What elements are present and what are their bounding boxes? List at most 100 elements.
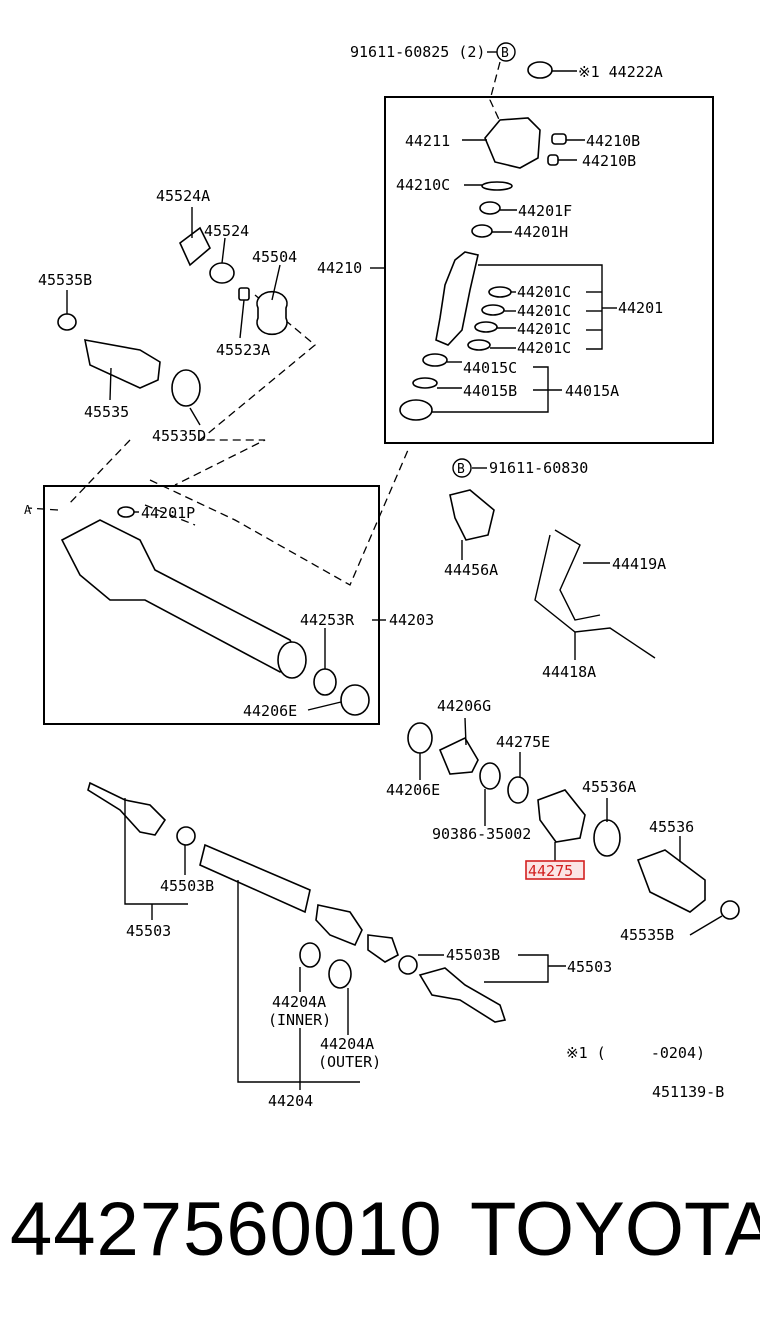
part-44201C-3 [474, 321, 498, 333]
label-44419A: 44419A [612, 555, 666, 573]
label-44210B-upper: 44210B [586, 132, 640, 150]
part-44206E-left [340, 684, 370, 716]
part-44203 [60, 519, 302, 673]
footer-brand: TOYOTA [470, 1187, 760, 1272]
label-44201P: 44201P [141, 504, 195, 522]
label-44201C-3: 44201C [517, 320, 571, 338]
part-44210B-upper [551, 133, 567, 145]
label-45524A: 45524A [156, 187, 210, 205]
part-44275E [507, 776, 529, 804]
callout-b-mid-circle [452, 458, 472, 478]
part-44211 [484, 117, 541, 169]
label-44201C-2: 44201C [517, 302, 571, 320]
part-45503B-right [398, 955, 418, 975]
label-44203: 44203 [389, 611, 434, 629]
label-44206E-right: 44206E [386, 781, 440, 799]
part-44201C-1 [488, 286, 512, 298]
part-44204-joint [367, 934, 399, 963]
part-44204-rack [199, 843, 311, 914]
callout-b-top: B [501, 46, 509, 61]
label-44204A-outer: 44204A [320, 1035, 374, 1053]
label-44201: 44201 [618, 299, 663, 317]
label-90386-35002: 90386-35002 [432, 825, 531, 843]
label-44210C: 44210C [396, 176, 450, 194]
part-44201C-2 [481, 304, 505, 316]
label-45535B-top: 45535B [38, 271, 92, 289]
part-45503-right [418, 967, 507, 1023]
part-44204-end [315, 904, 363, 947]
label-45536: 45536 [649, 818, 694, 836]
highlight-44275-box [525, 860, 585, 880]
label-44204: 44204 [268, 1092, 313, 1110]
label-arrow-a: A [24, 503, 32, 517]
label-44210B-lower: 44210B [582, 152, 636, 170]
part-44201F [479, 201, 501, 215]
label-45503B-left: 45503B [160, 877, 214, 895]
part-45535B-bottom [720, 900, 740, 920]
part-pinion-shaft [435, 251, 479, 346]
label-44210: 44210 [317, 259, 362, 277]
part-44210B-lower [547, 154, 559, 166]
assembly-box-44203 [43, 485, 380, 725]
part-44275 [537, 789, 586, 843]
part-44456A [449, 489, 495, 541]
label-inner: (INNER) [268, 1011, 331, 1029]
label-outer: (OUTER) [318, 1053, 381, 1071]
label-45523A: 45523A [216, 341, 270, 359]
part-44204A-inner [299, 942, 321, 968]
label-45535D: 45535D [152, 427, 206, 445]
label-91611-60825: 91611-60825 (2) [350, 43, 485, 61]
callout-b-mid: B [457, 462, 465, 477]
label-44201F: 44201F [518, 202, 572, 220]
label-91611-60830: 91611-60830 [489, 459, 588, 477]
label-44204A-inner: 44204A [272, 993, 326, 1011]
label-44201H: 44201H [514, 223, 568, 241]
label-44456A: 44456A [444, 561, 498, 579]
label-ref: 451139-B [652, 1083, 724, 1101]
label-44206E-left: 44206E [243, 702, 297, 720]
label-44015A: 44015A [565, 382, 619, 400]
label-44206G: 44206G [437, 697, 491, 715]
part-44203-end [277, 641, 307, 679]
leader-lines [66, 51, 723, 1090]
part-45503-left [87, 781, 167, 836]
part-44201H [471, 224, 493, 238]
part-44201P [117, 506, 135, 518]
part-44015C [422, 353, 448, 367]
label-44201C-4: 44201C [517, 339, 571, 357]
label-45524: 45524 [204, 222, 249, 240]
part-45523A [238, 287, 250, 301]
part-44015B [412, 377, 438, 389]
part-44206E-right [407, 722, 433, 754]
part-bearing [399, 399, 433, 421]
assembly-box-44210 [384, 96, 714, 444]
label-45503B-right: 45503B [446, 946, 500, 964]
label-44418A: 44418A [542, 663, 596, 681]
part-45524 [209, 262, 235, 284]
label-44015C: 44015C [463, 359, 517, 377]
label-44201C-1: 44201C [517, 283, 571, 301]
part-45536A [593, 819, 621, 857]
label-45535: 45535 [84, 403, 129, 421]
dashed-guides [27, 61, 521, 586]
label-45536A: 45536A [582, 778, 636, 796]
part-45535D [171, 369, 201, 407]
part-44204A-outer [328, 959, 352, 989]
part-44210C [481, 181, 513, 191]
part-44201C-4 [467, 339, 491, 351]
label-44253R: 44253R [300, 611, 355, 629]
label-44222A: ※1 44222A [578, 63, 663, 81]
part-45535B-top [57, 313, 77, 331]
part-44222A [527, 61, 553, 79]
footer-part-number: 4427560010 [10, 1187, 443, 1272]
label-note: ※1 ( -0204) [566, 1044, 705, 1062]
label-45535B-bottom: 45535B [620, 926, 674, 944]
part-45536 [636, 849, 706, 913]
part-45524A [179, 226, 211, 267]
part-45503B-left [176, 826, 196, 846]
part-44206G [438, 736, 479, 775]
label-44275E: 44275E [496, 733, 550, 751]
label-44275: 44275 [528, 862, 573, 880]
part-44419A-pipe [554, 529, 601, 621]
